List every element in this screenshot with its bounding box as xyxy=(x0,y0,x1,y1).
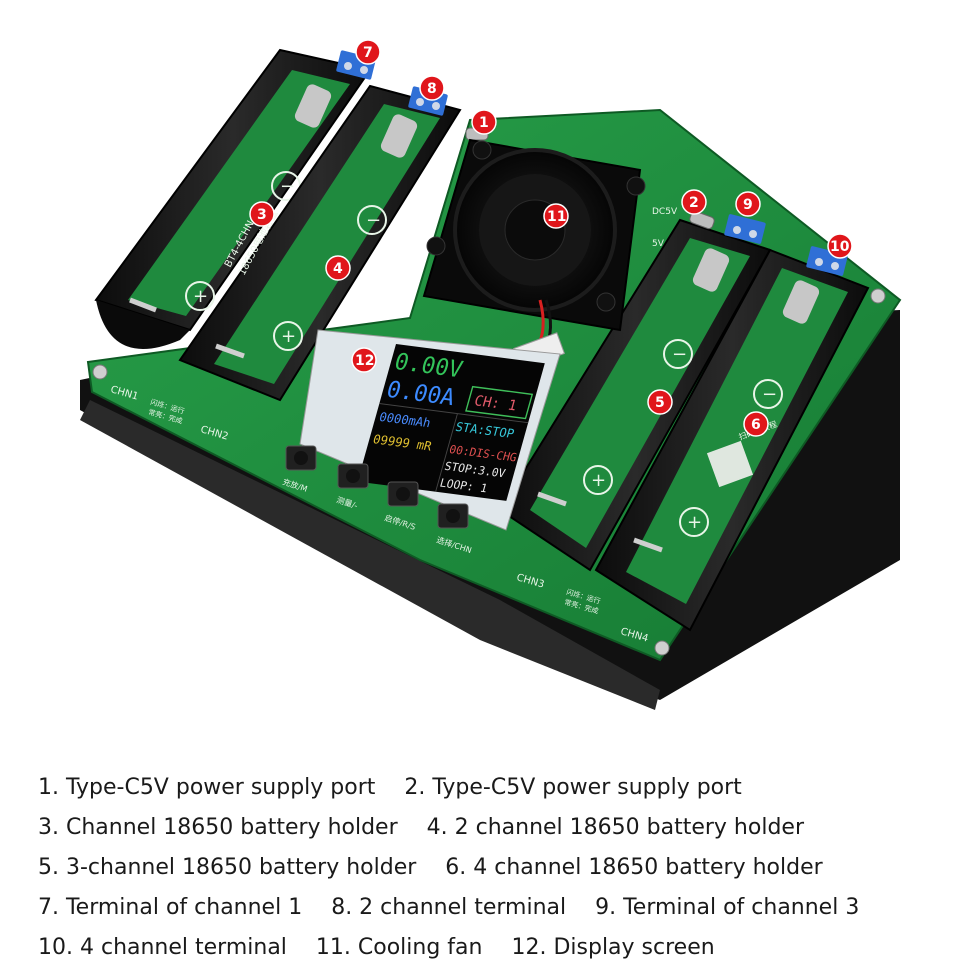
polarity-plus-icon: + xyxy=(281,326,296,347)
callout-3: 3 xyxy=(249,201,275,227)
battery-holder-ch3: − + xyxy=(498,218,772,572)
legend-item: 11. Cooling fan xyxy=(315,935,483,960)
lcd-capacity: 0000mAh xyxy=(378,410,433,430)
svg-text:7: 7 xyxy=(363,45,373,61)
lcd-channel: CH: 1 xyxy=(472,393,518,414)
product-diagram: − + − + BT4-4CHN 18650电池容量 − + − + 扫码看 xyxy=(80,39,902,710)
legend-row: 10. 4 channel terminal 11. Cooling fan 1… xyxy=(38,930,958,970)
legend: 1. Type-C5V power supply port 2. Type-C5… xyxy=(38,770,958,970)
legend-item: 1. Type-C5V power supply port xyxy=(38,775,376,800)
polarity-minus-icon: − xyxy=(366,210,381,231)
callout-11: 11 xyxy=(543,203,569,229)
callout-5: 5 xyxy=(647,389,673,415)
legend-row: 1. Type-C5V power supply port 2. Type-C5… xyxy=(38,770,958,810)
callout-7: 7 xyxy=(355,39,381,65)
terminal-ch3 xyxy=(724,214,766,244)
legend-item: 9. Terminal of channel 3 xyxy=(595,895,860,920)
legend-row: 5. 3-channel 18650 battery holder 6. 4 c… xyxy=(38,850,958,890)
screw-icon xyxy=(92,364,108,380)
polarity-minus-icon: − xyxy=(280,176,295,197)
legend-row: 3. Channel 18650 battery holder 4. 2 cha… xyxy=(38,810,958,850)
legend-row: 7. Terminal of channel 1 8. 2 channel te… xyxy=(38,890,958,930)
legend-item: 6. 4 channel 18650 battery holder xyxy=(445,855,823,880)
battery-holder-ch4: − + 扫码看教程 xyxy=(594,248,870,632)
screw-icon xyxy=(654,640,670,656)
callout-4: 4 xyxy=(325,255,351,281)
polarity-plus-icon: + xyxy=(591,470,606,491)
polarity-plus-icon: + xyxy=(193,286,208,307)
callout-6: 6 xyxy=(743,411,769,437)
callout-1: 1 xyxy=(471,109,497,135)
svg-text:9: 9 xyxy=(743,197,753,213)
display-screen: 0.00V 0.00A CH: 1 0000mAh STA:STOP 09999… xyxy=(299,329,561,531)
svg-text:3: 3 xyxy=(257,207,267,223)
legend-item: 5. 3-channel 18650 battery holder xyxy=(38,855,417,880)
svg-text:12: 12 xyxy=(355,353,374,369)
legend-item: 12. Display screen xyxy=(511,935,715,960)
svg-text:6: 6 xyxy=(751,417,761,433)
svg-text:2: 2 xyxy=(689,195,699,211)
callout-8: 8 xyxy=(419,75,445,101)
legend-item: 10. 4 channel terminal xyxy=(38,935,287,960)
svg-text:10: 10 xyxy=(830,239,850,255)
legend-item: 8. 2 channel terminal xyxy=(331,895,567,920)
port-label: DC5V xyxy=(652,207,678,217)
svg-text:11: 11 xyxy=(547,209,566,225)
battery-holder-ch1: − + xyxy=(94,48,372,349)
legend-item: 7. Terminal of channel 1 xyxy=(38,895,303,920)
lcd-loop: LOOP: 1 xyxy=(438,476,489,496)
screw-icon xyxy=(870,288,886,304)
callout-9: 9 xyxy=(735,191,761,217)
svg-text:8: 8 xyxy=(427,81,437,97)
voltage-label: 5V xyxy=(652,239,665,249)
cooling-fan xyxy=(422,138,646,370)
type-c-port-2 xyxy=(689,210,715,230)
battery-holder-ch2: − + xyxy=(178,84,462,402)
svg-text:5: 5 xyxy=(655,395,665,411)
legend-item: 3. Channel 18650 battery holder xyxy=(38,815,398,840)
polarity-plus-icon: + xyxy=(687,512,702,533)
svg-text:1: 1 xyxy=(479,115,489,131)
case-bottom-edge xyxy=(80,400,660,710)
svg-text:4: 4 xyxy=(333,261,343,277)
polarity-minus-icon: − xyxy=(672,344,687,365)
screws xyxy=(92,288,886,656)
callout-2: 2 xyxy=(681,189,707,215)
legend-item: 2. Type-C5V power supply port xyxy=(404,775,742,800)
callout-12: 12 xyxy=(351,347,377,373)
polarity-minus-icon: − xyxy=(762,384,777,405)
callout-10: 10 xyxy=(827,233,853,259)
qr-code xyxy=(706,440,754,488)
legend-item: 4. 2 channel 18650 battery holder xyxy=(426,815,804,840)
